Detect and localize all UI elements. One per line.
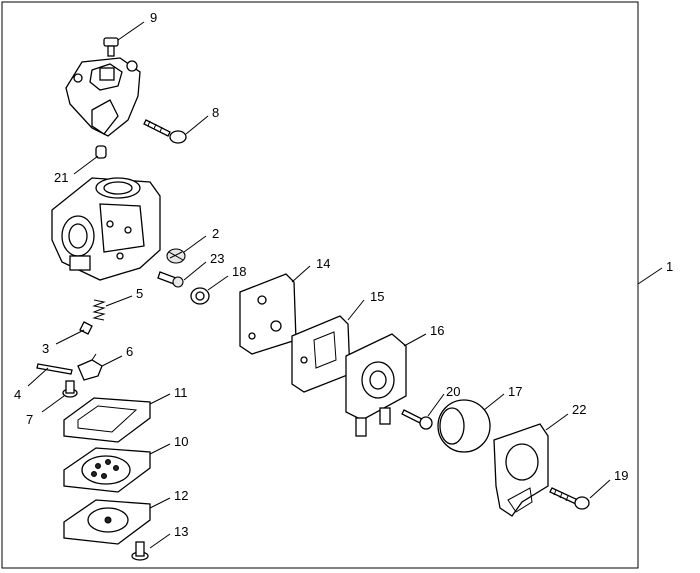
label-10: 10: [174, 434, 188, 449]
leader-22: [545, 413, 569, 431]
part-20-screw: [401, 409, 433, 430]
leader-13: [149, 533, 171, 549]
assembly-frame: [1, 1, 639, 569]
label-5: 5: [136, 286, 143, 301]
leader-4: [27, 367, 49, 387]
part-12-cover: [63, 499, 151, 545]
part-17-primer-bulb: [437, 399, 491, 453]
part-18-plug: [190, 287, 210, 305]
leader-11: [149, 393, 171, 405]
carburetor-body: [51, 177, 161, 281]
part-14-gasket: [239, 273, 297, 355]
leader-5: [105, 295, 133, 307]
label-22: 22: [572, 402, 586, 417]
part-21-bushing: [95, 145, 107, 159]
label-11: 11: [174, 385, 188, 400]
label-13: 13: [174, 524, 188, 539]
part-19-screw: [549, 487, 590, 510]
leader-18: [207, 275, 229, 291]
leader-1: [637, 267, 663, 285]
part-16-pump-body: [345, 333, 407, 437]
label-16: 16: [430, 323, 444, 338]
label-18: 18: [232, 264, 246, 279]
carburetor-cover: [65, 57, 141, 137]
part-7-screw: [62, 380, 78, 398]
part-3-needle: [79, 321, 93, 335]
leader-9: [117, 21, 145, 41]
part-4-pin: [36, 363, 73, 375]
label-2: 2: [212, 226, 219, 241]
part-number-labels: 9 8 21 2 23 18 5 3 4 6 7 11 10 12 13 14 …: [14, 10, 673, 539]
label-9: 9: [150, 10, 157, 25]
leader-2: [183, 235, 207, 253]
leader-3: [55, 329, 85, 345]
part-22-retainer: [493, 423, 549, 517]
part-5-spring: [92, 299, 106, 321]
part-2-screen: [166, 248, 186, 264]
part-15-gasket: [291, 315, 351, 393]
part-9-screw: [103, 37, 119, 57]
leader-19: [589, 479, 611, 499]
label-7: 7: [26, 412, 33, 427]
part-6-lever: [77, 353, 103, 381]
label-21: 21: [54, 170, 68, 185]
leader-7: [41, 395, 65, 413]
leader-15: [347, 299, 365, 321]
leader-20: [427, 393, 445, 417]
label-6: 6: [126, 344, 133, 359]
leader-6: [101, 355, 123, 367]
leader-10: [149, 443, 171, 455]
leader-21: [73, 155, 99, 175]
leader-14: [291, 265, 311, 283]
label-4: 4: [14, 387, 21, 402]
label-3: 3: [42, 341, 49, 356]
part-13-screw: [131, 541, 149, 561]
label-23: 23: [210, 251, 224, 266]
leader-23: [183, 261, 207, 281]
label-1: 1: [666, 259, 673, 274]
leader-12: [149, 497, 171, 509]
leader-17: [483, 393, 505, 411]
label-17: 17: [508, 384, 522, 399]
label-8: 8: [212, 105, 219, 120]
leader-16: [403, 333, 427, 347]
label-15: 15: [370, 289, 384, 304]
part-10-diaphragm: [63, 447, 151, 493]
label-20: 20: [446, 384, 460, 399]
part-8-long-screw: [143, 119, 187, 144]
leader-lines: [27, 21, 663, 549]
label-12: 12: [174, 488, 188, 503]
part-23-valve: [157, 271, 184, 288]
part-11-gasket: [63, 397, 151, 443]
leader-8: [185, 115, 209, 135]
label-14: 14: [316, 256, 330, 271]
label-19: 19: [614, 468, 628, 483]
